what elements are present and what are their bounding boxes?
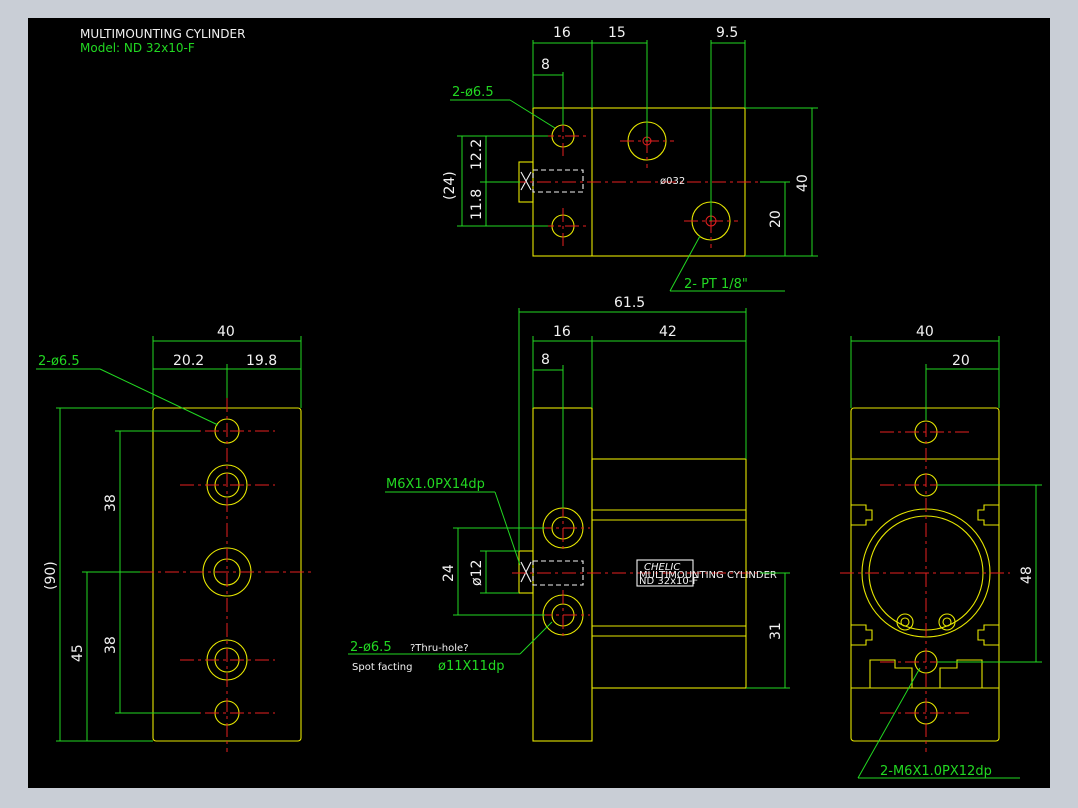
drawing-title: MULTIMOUNTING CYLINDER: [80, 27, 245, 41]
dim-front-16: 16: [553, 324, 571, 340]
dim-left-38-lower: 38: [103, 636, 119, 654]
port-note: 2- PT 1/8": [684, 277, 748, 292]
nameplate-line1: MULTIMOUNTING CYLINDER: [639, 570, 777, 581]
dim-top-20: 20: [768, 210, 784, 228]
dim-left-38-upper: 38: [103, 494, 119, 512]
spot-facing-value: ø11X11dp: [438, 659, 504, 674]
right-view-body: [850, 407, 1000, 742]
dim-right-20: 20: [952, 353, 970, 369]
front-view: CHELIC MULTIMOUNTING CYLINDER ND 32x10-F…: [348, 295, 790, 742]
dim-top-11-8: 11.8: [469, 189, 485, 220]
dim-top-15: 15: [608, 25, 626, 41]
spot-facing-label: Spot facting: [352, 662, 412, 673]
dim-front-24: 24: [441, 564, 457, 582]
dim-left-90-ref: (90): [43, 561, 59, 590]
nameplate-line2: ND 32x10-F: [639, 576, 698, 587]
front-hole-note: 2-ø6.5: [350, 640, 392, 655]
dim-front-61-5: 61.5: [614, 295, 645, 311]
right-view: 40 20 48 2-M6X1.0PX12dp: [840, 324, 1042, 779]
front-thread-note: M6X1.0PX14dp: [386, 477, 485, 492]
dim-left-19-8: 19.8: [246, 353, 277, 369]
dim-right-48: 48: [1019, 566, 1035, 584]
dim-left-20-2: 20.2: [173, 353, 204, 369]
dim-top-8: 8: [541, 57, 550, 73]
dim-front-8: 8: [541, 352, 550, 368]
drawing-canvas: MULTIMOUNTING CYLINDER Model: ND 32x10-F…: [28, 18, 1050, 788]
nameplate: [636, 559, 694, 587]
dim-top-12-2: 12.2: [469, 139, 485, 170]
left-hole-note: 2-ø6.5: [38, 354, 80, 369]
dim-top-24-ref: (24): [442, 171, 458, 200]
dim-front-12-dia: ø12: [469, 560, 485, 586]
dim-right-40: 40: [916, 324, 934, 340]
dim-top-16: 16: [553, 25, 571, 41]
cad-drawing: MULTIMOUNTING CYLINDER Model: ND 32x10-F…: [36, 25, 1042, 779]
top-hole-note: 2-ø6.5: [452, 85, 494, 100]
front-thru-note: ?Thru-hole?: [410, 643, 469, 654]
right-thread-note: 2-M6X1.0PX12dp: [880, 764, 992, 779]
dim-left-40: 40: [217, 324, 235, 340]
top-view: ø032 16 15 9.5 8 12.2 11.8 (24) 40 20 2-…: [442, 25, 818, 292]
dim-top-9-5: 9.5: [716, 25, 738, 41]
dim-front-31: 31: [768, 622, 784, 640]
dim-front-42: 42: [659, 324, 677, 340]
left-view: 40 20.2 19.8 38 38 (90) 45 2-ø6.5: [36, 324, 312, 752]
dim-top-40: 40: [795, 174, 811, 192]
bore-center-label: ø032: [660, 176, 685, 187]
dim-left-45: 45: [70, 644, 86, 662]
model-label: Model: ND 32x10-F: [80, 41, 195, 55]
nameplate-brand: CHELIC: [644, 562, 680, 573]
